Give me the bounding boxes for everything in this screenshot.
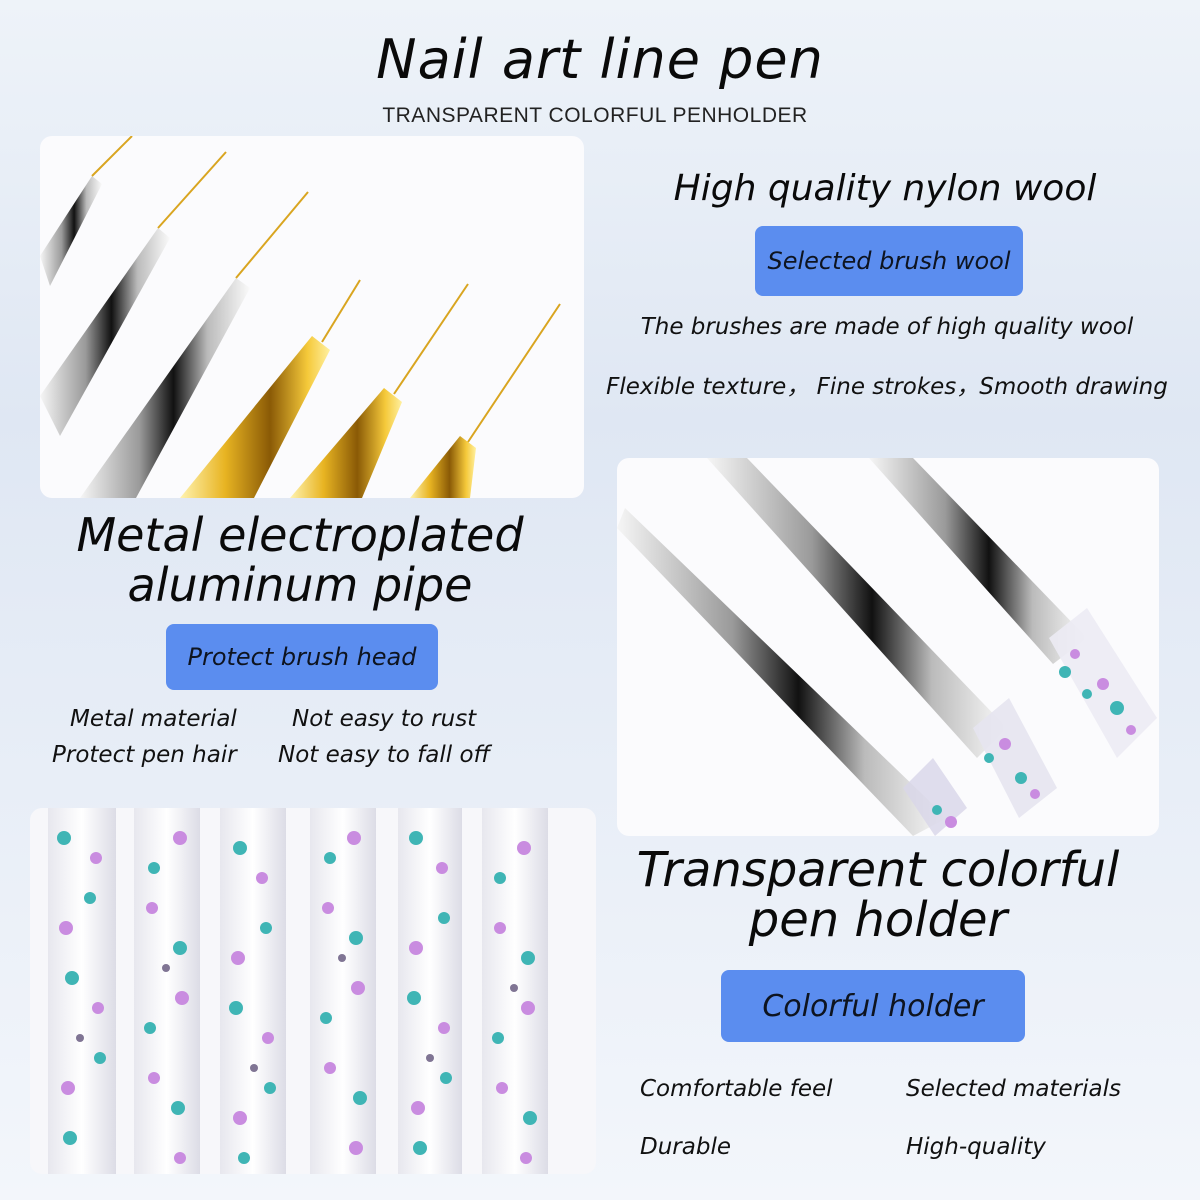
metal-heading-line2: aluminum pipe	[127, 558, 473, 612]
nylon-description-2: Flexible texture， Fine strokes，Smooth dr…	[606, 374, 1168, 400]
nylon-description-1: The brushes are made of high quality woo…	[640, 314, 1134, 340]
holder-feature-durable: Durable	[640, 1134, 731, 1160]
glitter-handles-photo	[30, 808, 596, 1174]
colorful-holder-badge: Colorful holder	[721, 970, 1025, 1042]
metal-feature-pen-hair: Protect pen hair	[52, 742, 237, 768]
holder-feature-quality: High-quality	[906, 1134, 1046, 1160]
pen-shaft-middle	[707, 458, 1057, 818]
metal-feature-fall-off: Not easy to fall off	[278, 742, 491, 768]
metal-feature-material: Metal material	[70, 706, 237, 732]
protect-brush-head-badge: Protect brush head	[166, 624, 438, 690]
pen-handles-photo	[617, 458, 1159, 836]
glitter-tube	[48, 808, 548, 1174]
holder-feature-comfortable: Comfortable feel	[640, 1076, 833, 1102]
brush-tips-photo	[40, 136, 584, 498]
holder-heading-line1: Transparent colorful	[636, 842, 1120, 898]
holder-feature-materials: Selected materials	[906, 1076, 1121, 1102]
page-title: Nail art line pen	[376, 28, 824, 91]
page-subtitle: TRANSPARENT COLORFUL PENHOLDER	[382, 104, 808, 127]
selected-brush-wool-badge: Selected brush wool	[755, 226, 1023, 296]
holder-heading-line2: pen holder	[748, 892, 1008, 948]
metal-feature-rust: Not easy to rust	[292, 706, 477, 732]
nylon-heading: High quality nylon wool	[673, 168, 1097, 209]
metal-heading-line1: Metal electroplated	[76, 508, 524, 562]
